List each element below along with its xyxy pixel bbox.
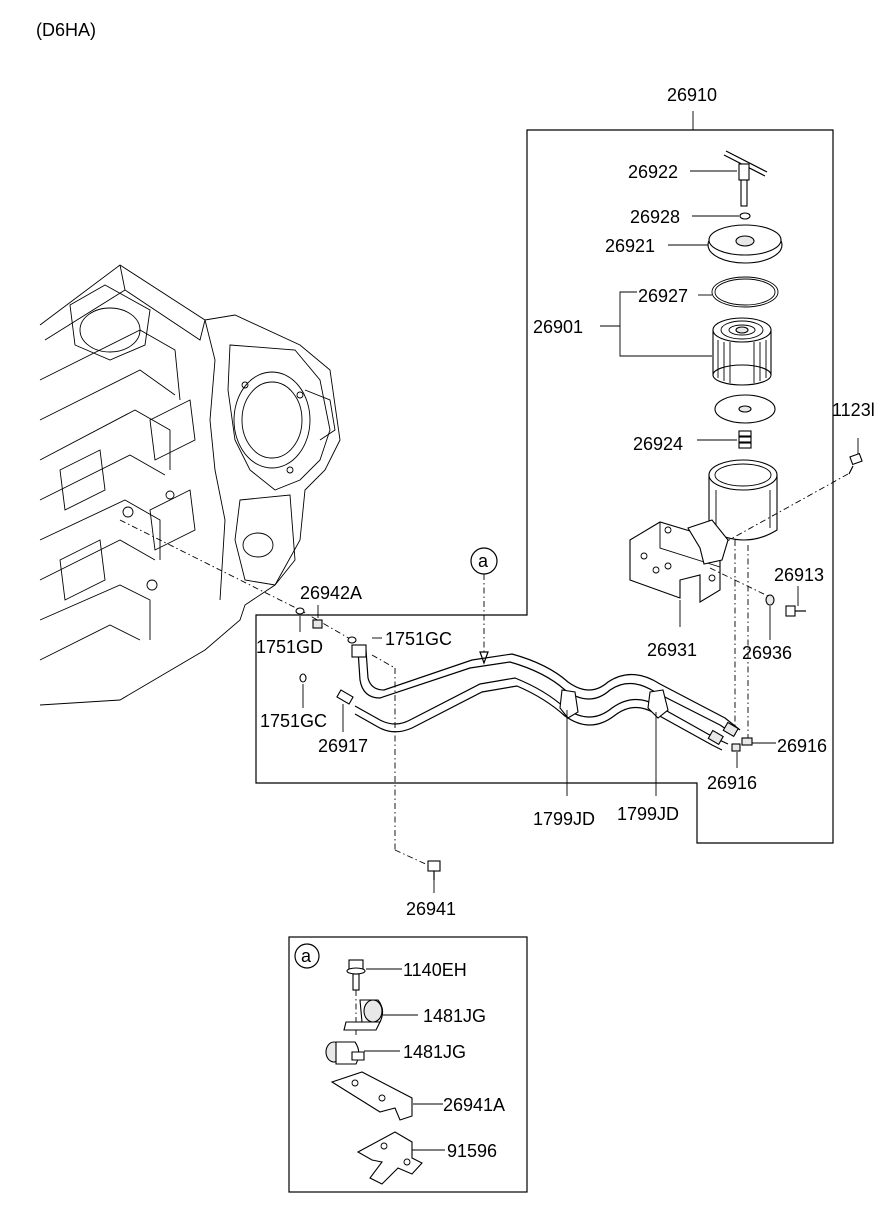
spring-part (738, 430, 752, 449)
part-label-26924: 26924 (633, 434, 683, 454)
inset-marker-circle (294, 943, 320, 969)
detail-marker-label: a (478, 551, 489, 571)
part-label-26921: 26921 (605, 236, 655, 256)
part-label-26917: 26917 (318, 736, 368, 756)
bolt-1123-part (848, 452, 863, 475)
oring-1751GC-lower-part (299, 673, 307, 683)
oring-1751GD-part (295, 607, 305, 615)
part-label-1751GC-lower: 1751GC (260, 711, 327, 731)
part-label-26901: 26901 (533, 317, 583, 337)
bolt-26913-part (785, 605, 806, 617)
inset-label-1481JG-upper: 1481JG (423, 1006, 486, 1026)
part-label-26916-bottom: 26916 (707, 773, 757, 793)
engine-code-header: (D6HA) (36, 20, 96, 40)
bracket-26941A-part (330, 1071, 413, 1121)
bolt-1140EH-part (346, 959, 366, 991)
part-label-1799JD-left: 1799JD (533, 809, 595, 829)
bolt-26941-part (427, 860, 441, 880)
assembly-outline (255, 129, 834, 844)
fitting-26916-part (731, 737, 753, 752)
oring-1751GC-top-part (347, 636, 357, 644)
washer-26936-part (765, 594, 775, 606)
inset-label-1481JG-lower: 1481JG (403, 1042, 466, 1062)
gasket-part (711, 276, 779, 308)
filter-element-part (712, 317, 772, 386)
inset-label-1140EH: 1140EH (403, 960, 467, 980)
part-label-1123l: 1123l (832, 400, 875, 420)
part-label-26936: 26936 (742, 643, 792, 663)
part-label-26931: 26931 (647, 640, 697, 660)
clamp-lower-part (325, 1041, 365, 1065)
clip-91596-part (356, 1131, 423, 1185)
plug-26942A-part (312, 619, 323, 629)
part-label-1751GC-top: 1751GC (385, 629, 452, 649)
oring-part (739, 212, 751, 220)
part-label-26910: 26910 (667, 85, 717, 105)
detail-inset-frame (288, 936, 528, 1193)
inset-marker-label: a (301, 946, 312, 966)
oil-cooler-pipes (336, 644, 741, 751)
part-label-26916-right: 26916 (777, 736, 827, 756)
inset-label-91596: 91596 (447, 1141, 497, 1161)
part-label-1751GD: 1751GD (256, 637, 323, 657)
bracket-part (629, 519, 729, 603)
part-label-26928: 26928 (630, 207, 680, 227)
part-label-1799JD-right: 1799JD (617, 804, 679, 824)
filter-housing-part (708, 459, 778, 541)
inset-label-26941A: 26941A (443, 1095, 505, 1115)
part-label-26922: 26922 (628, 162, 678, 182)
part-label-26942A: 26942A (300, 583, 362, 603)
part-label-26941: 26941 (406, 899, 456, 919)
part-label-26927: 26927 (638, 286, 688, 306)
filter-cover-part (707, 224, 783, 264)
t-handle-part (723, 150, 768, 207)
part-label-26913: 26913 (774, 565, 824, 585)
clamp-upper-part (343, 999, 384, 1031)
